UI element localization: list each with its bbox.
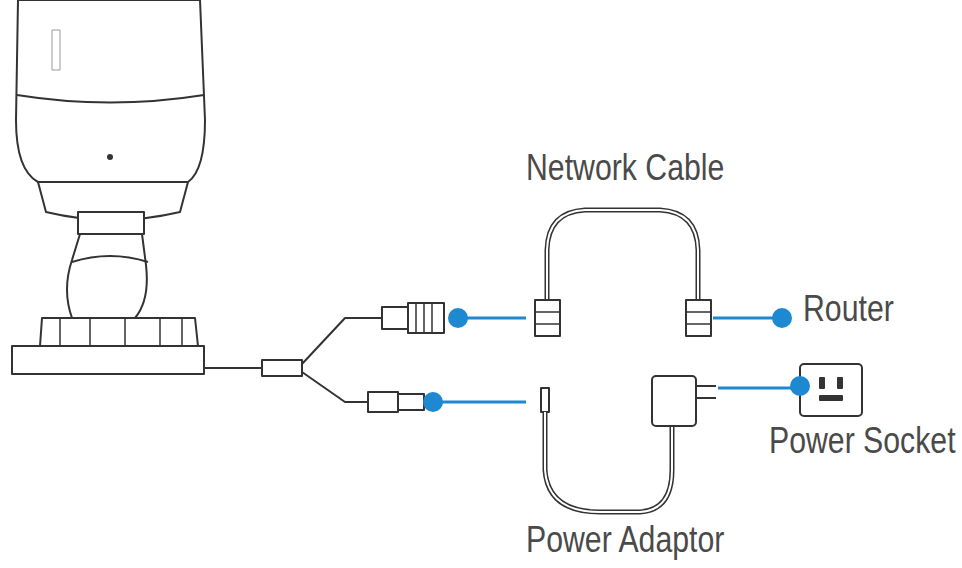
guide-dot [448, 308, 468, 328]
power-adaptor-body [652, 376, 696, 426]
camera-mic [108, 155, 112, 159]
pigtail-cable [204, 367, 264, 369]
part-label: Power Adaptor [526, 522, 724, 558]
power-socket-outlet [800, 364, 862, 416]
adaptor-cable-wire [545, 412, 672, 512]
camera-housing [16, 0, 205, 182]
mounting-plate [12, 346, 204, 374]
camera-neck [78, 212, 144, 234]
adaptor-prongs [696, 386, 716, 398]
camera-power-jack-tip [398, 394, 424, 410]
guide-line [718, 387, 800, 390]
network-cable-wire [547, 210, 698, 302]
nut-grooves [60, 318, 182, 346]
bracket-joint [72, 256, 148, 262]
guide-line [458, 317, 526, 320]
guide-dot [772, 308, 792, 328]
dc-plug-pin [541, 388, 549, 412]
guide-line [713, 317, 782, 320]
camera-bracket [67, 234, 147, 318]
camera-band [17, 95, 204, 103]
camera-base-nut [40, 318, 198, 346]
pigtail-network-branch [302, 318, 382, 364]
cable-splitter [262, 360, 302, 376]
guide-dot [423, 392, 443, 412]
network-plug-left [535, 300, 560, 336]
pigtail-power-branch [302, 372, 368, 402]
camera-emblem [52, 30, 60, 70]
guide-line [433, 401, 526, 404]
camera-network-connector [382, 307, 408, 329]
part-label: Network Cable [526, 150, 724, 186]
guide-dot [790, 376, 810, 396]
camera-power-jack [368, 392, 398, 412]
part-label: Router [803, 291, 894, 327]
part-label: Power Socket [769, 423, 956, 459]
camera-network-connector-cap [408, 303, 444, 333]
network-plug-right [686, 300, 711, 336]
